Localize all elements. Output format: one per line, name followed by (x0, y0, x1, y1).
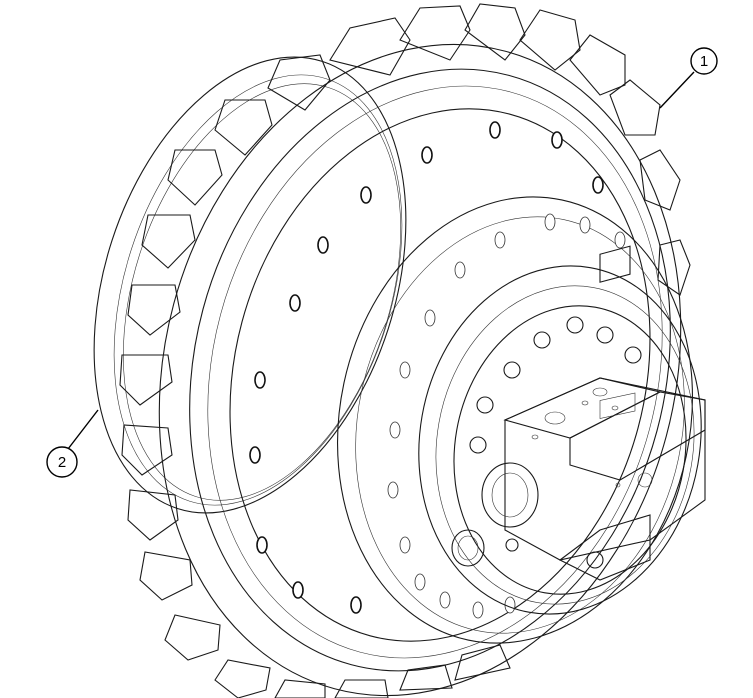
sprocket (119, 3, 691, 698)
callout-2-circle (46, 446, 78, 478)
travel-motor (451, 245, 706, 581)
sprocket-bolt-holes (249, 121, 604, 614)
callout-2-label: 2 (57, 453, 67, 471)
hub-bolt-holes (387, 213, 626, 619)
callout-1-circle (690, 47, 718, 75)
callout-2-leader (67, 409, 99, 450)
callout-1-label: 1 (699, 52, 709, 70)
callout-2 (46, 409, 99, 478)
callout-1 (659, 47, 718, 109)
seal-ring (93, 56, 407, 514)
callout-1-leader (659, 71, 695, 109)
final-drive-hub (336, 196, 702, 644)
